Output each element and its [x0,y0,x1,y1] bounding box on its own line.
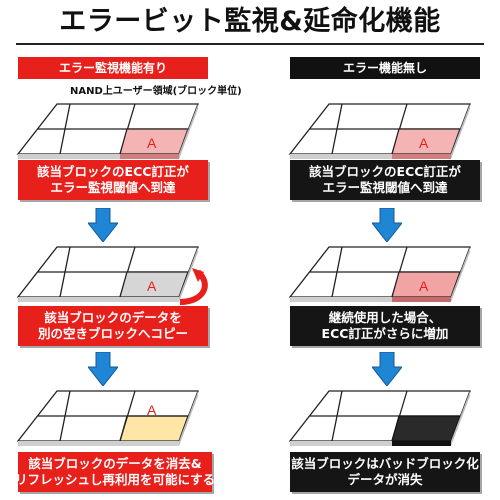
left-caption-2: 該当ブロックのデータを 別の空きブロックへコピー [18,306,208,346]
right-caption-2-line-2: ECC訂正がさらに増加 [321,326,449,341]
left-caption-3: 該当ブロックのデータを消去& リフレッシュし再利用を可能にする [14,452,216,492]
right-caption-2: 継続使用した場合、 ECC訂正がさらに増加 [290,306,480,346]
down-arrow-icon [88,208,118,242]
nand-user-area-label: NAND上ユーザー領域(ブロック単位) [70,86,242,97]
left-caption-3-line-2: リフレッシュし再利用を可能にする [14,472,216,487]
right-caption-1-line-1: 該当ブロックのECC訂正が [309,164,461,179]
block-label-a: A [419,278,429,294]
bad-block [391,415,461,442]
block-label-a: A [147,135,157,151]
left-caption-2-line-2: 別の空きブロックへコピー [37,326,188,341]
copy-curved-arrow-icon [179,268,208,305]
left-column-header: エラー監視機能有り [18,57,208,79]
block-label-a: A [147,402,157,418]
page-title: エラービット監視&延命化機能 [59,6,441,37]
right-block-grid-3 [288,390,471,446]
block-label-a: A [419,135,429,151]
left-block-grid-1: A [16,103,199,159]
down-arrow-icon [88,352,118,386]
right-caption-3-line-2: データが消失 [347,472,423,487]
down-arrow-icon [372,208,402,242]
right-caption-2-line-1: 継続使用した場合、 [328,310,442,325]
down-arrow-icon [372,352,402,386]
right-caption-3: 該当ブロックはバッドブロック化 データが消失 [290,452,480,492]
right-column-header: エラー機能無し [290,57,480,79]
left-caption-1: 該当ブロックのECC訂正が エラー監視閾値へ到達 [18,160,208,200]
left-caption-2-line-1: 該当ブロックのデータを [44,310,182,325]
left-caption-3-line-1: 該当ブロックのデータを消去& [28,456,202,471]
left-block-grid-2: A [16,246,199,302]
right-caption-1: 該当ブロックのECC訂正が エラー監視閾値へ到達 [290,160,480,200]
left-caption-1-line-1: 該当ブロックのECC訂正が [37,164,189,179]
left-caption-1-line-2: エラー監視閾値へ到達 [50,180,176,195]
title-underline [16,43,484,45]
right-block-grid-1: A [288,103,471,159]
right-caption-3-line-1: 該当ブロックはバッドブロック化 [291,456,479,471]
right-block-grid-2: A [288,246,471,302]
right-caption-1-line-2: エラー監視閾値へ到達 [322,180,448,195]
left-block-grid-3: A [16,390,199,446]
block-label-a: A [147,278,157,294]
